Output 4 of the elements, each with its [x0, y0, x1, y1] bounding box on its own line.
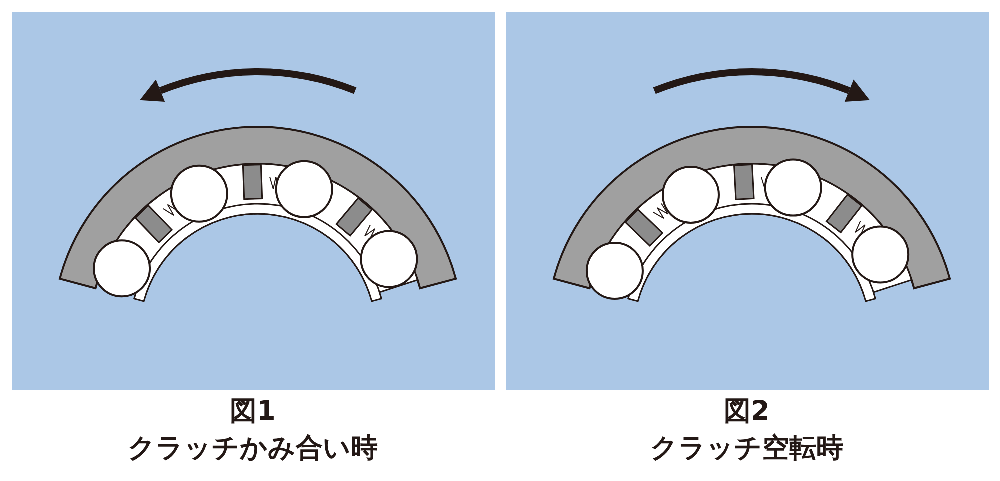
figure-number: 図2: [724, 397, 770, 427]
figure-number: 図1: [230, 397, 276, 427]
figure-caption: クラッチかみ合い時: [128, 434, 378, 464]
figure-caption: クラッチ空転時: [650, 434, 844, 464]
